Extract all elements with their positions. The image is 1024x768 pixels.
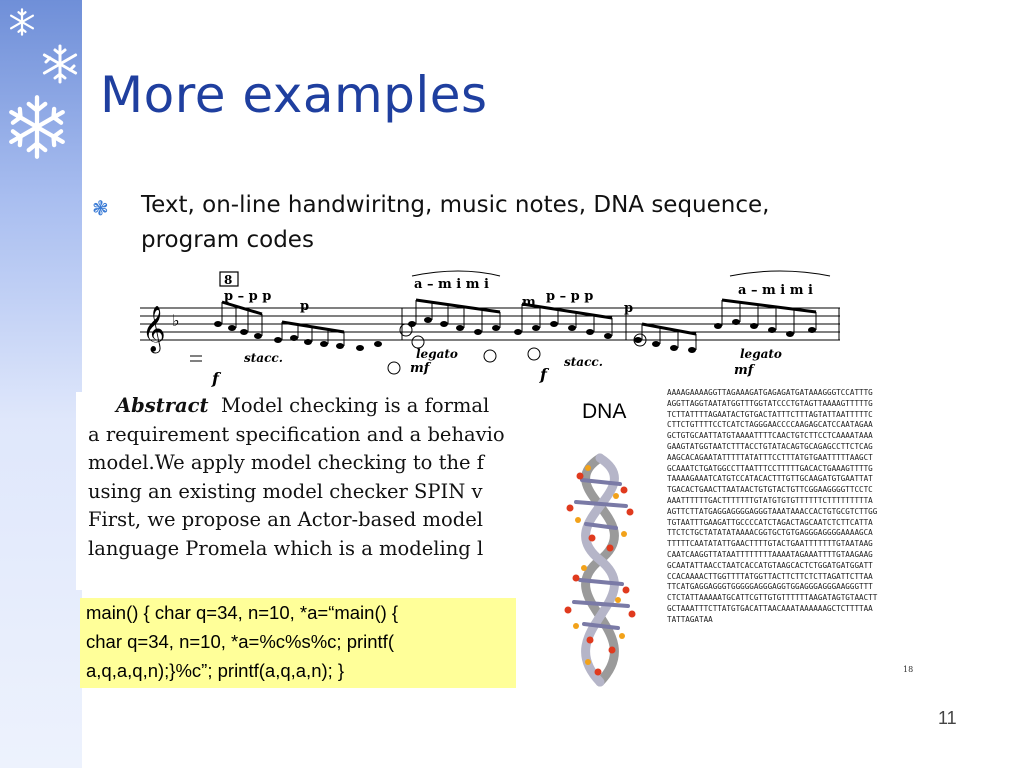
dna-helix-icon xyxy=(564,453,636,687)
bullet-text: Text, on-line handwiritng, music notes, … xyxy=(141,188,921,258)
svg-text:𝄞: 𝄞 xyxy=(142,306,166,354)
bullet-text-line-2: program codes xyxy=(141,227,314,253)
figure-number: 18 xyxy=(903,665,914,674)
dna-sequence-line: GAAGTATGGTAATCTTTACCTGTATACAGTGCAGAGCCTT… xyxy=(667,441,873,451)
abstract-line: Model checking is a formal xyxy=(220,394,490,417)
abstract-heading: Abstract xyxy=(116,394,209,417)
dna-sequence-line: AGTTCTTATGAGGAGGGGAGGGTAAATAAACCACTGTGCG… xyxy=(667,506,878,516)
music-fingering: a – m i m i xyxy=(738,283,813,298)
dna-sequence-line: TTCATGAGGAGGGTGGGGGAGGGAGGTGGAGGGAGGGAAG… xyxy=(667,582,873,592)
dna-sequence-line: AGGTTAGGTAATATGGTTTGGTATCCCTGTAGTTAAAAGT… xyxy=(667,398,873,408)
abstract-line: a requirement specification and a behavi… xyxy=(88,422,505,446)
music-dynamic: f xyxy=(211,369,222,388)
abstract-line: language Promela which is a modeling l xyxy=(88,536,484,560)
music-notes-image: 𝄞 ♭ 8 p – p p p a – m i m i m p – p p p xyxy=(140,270,840,388)
dna-sequence-line: AAGCACAGAATATTTTTATATTTCCTTTATGTGAATTTTT… xyxy=(667,452,873,462)
svg-text:♭: ♭ xyxy=(172,311,180,330)
dna-sequence-line: AAAAGAAAAGGTTAGAAAGATGAGAGATGATAAAGGGTCC… xyxy=(667,388,873,397)
abstract-line: First, we propose an Actor-based model xyxy=(88,508,483,531)
dna-sequence-line: CTCTATTAAAAATGCATTCGTTGTGTTTTTTAAGATAGTG… xyxy=(667,593,878,603)
dna-sequence-line: GCAATATTAACCTAATCACCATGTAAGCACTCTGGATGAT… xyxy=(667,560,873,570)
snowflake-icon xyxy=(42,44,78,84)
music-fingering: p xyxy=(300,299,309,314)
music-dynamic: mf xyxy=(734,363,756,378)
dna-sequence-line: TATTAGATAA xyxy=(667,614,713,624)
bullet-text-line-1: Text, on-line handwiritng, music notes, … xyxy=(141,192,770,218)
dna-sequence-line: CTTCTGTTTTCCTCATCTAGGGAACCCCAAGAGCATCCAA… xyxy=(667,420,873,430)
snowflake-icon xyxy=(9,8,35,36)
music-fingering: m xyxy=(522,295,536,310)
music-dynamic: f xyxy=(539,365,550,384)
slide-title: More examples xyxy=(100,66,488,124)
dna-sequence-line: AAATTTTTTGACTTTTTTTGTATGTGTGTTTTTTCTTTTT… xyxy=(667,495,873,505)
dna-label: DNA xyxy=(582,400,627,423)
code-line: char q=34, n=10, *a=%c%s%c; printf( xyxy=(86,631,394,652)
dna-sequence-line: GCAAATCTGATGGCCTTAATTTCCTTTTTGACACTGAAAG… xyxy=(667,463,873,473)
dna-sequence-line: CAATCAAGGTTATAATTTTTTTTAAAATAGAAATTTTGTA… xyxy=(667,549,873,559)
dna-sequence-line: TGTAATTTGAAGATTGCCCCATCTAGACTAGCAATCTCTT… xyxy=(667,517,873,527)
dna-sequence-line: GCTAAATTTCTTATGTGACATTAACAAATAAAAAAGCTCT… xyxy=(667,603,873,613)
abstract-text-image: Abstract Model checking is a formal a re… xyxy=(76,392,520,590)
sidebar-decoration xyxy=(0,0,82,768)
dna-sequence-line: TAAAAGAAATCATGTCCATACACTTTGTTGCAAGATGTGA… xyxy=(667,474,873,484)
music-articulation: stacc. xyxy=(564,355,603,369)
dna-sequence: AAAAGAAAAGGTTAGAAAGATGAGAGATGATAAAGGGTCC… xyxy=(667,388,967,626)
dna-sequence-line: TGACACTGAACTTAATAACTGTGTACTGTTCGGAAGGGGT… xyxy=(667,485,873,495)
dna-sequence-line: TCTTATTTTAGAATACTGTGACTATTTCTTTAGTATTAAT… xyxy=(667,409,873,419)
music-fingering: p – p p xyxy=(224,289,271,304)
dna-sequence-line: TTTTTCAATATATTGAACTTTTGTACTGAATTTTTTTGTA… xyxy=(667,539,873,549)
music-dynamic: mf xyxy=(410,361,432,376)
abstract-line: using an existing model checker SPIN v xyxy=(88,479,483,503)
music-box-number: 8 xyxy=(224,273,232,287)
abstract-line: model.We apply model checking to the f xyxy=(88,451,484,474)
music-fingering: p xyxy=(624,301,633,316)
dna-sequence-line: GCTGTGCAATTATGTAAAATTTTCAACTGTCTTCCTCAAA… xyxy=(667,431,873,441)
dna-sequence-line: CCACAAAACTTGGTTTTATGGTTACTTCTTCTCTTAGATT… xyxy=(667,571,873,581)
music-articulation: stacc. xyxy=(244,351,283,365)
asterisk-bullet-icon: ❃ xyxy=(92,196,109,220)
snowflake-icon xyxy=(9,95,65,159)
program-code-box: main() { char q=34, n=10, *a=“main() { c… xyxy=(80,598,516,688)
page-number: 11 xyxy=(938,708,957,728)
music-fingering: p – p p xyxy=(546,289,593,304)
dna-sequence-line: TTCTCTGCTATATATAAAACGGTGCTGTGAGGGAGGGGAA… xyxy=(667,528,873,538)
code-line: a,q,a,q,n);}%c”; printf(a,q,a,n); } xyxy=(86,660,345,681)
music-articulation: legato xyxy=(740,347,782,361)
music-fingering: a – m i m i xyxy=(414,277,489,292)
code-line: main() { char q=34, n=10, *a=“main() { xyxy=(86,602,399,623)
music-articulation: legato xyxy=(416,347,458,361)
